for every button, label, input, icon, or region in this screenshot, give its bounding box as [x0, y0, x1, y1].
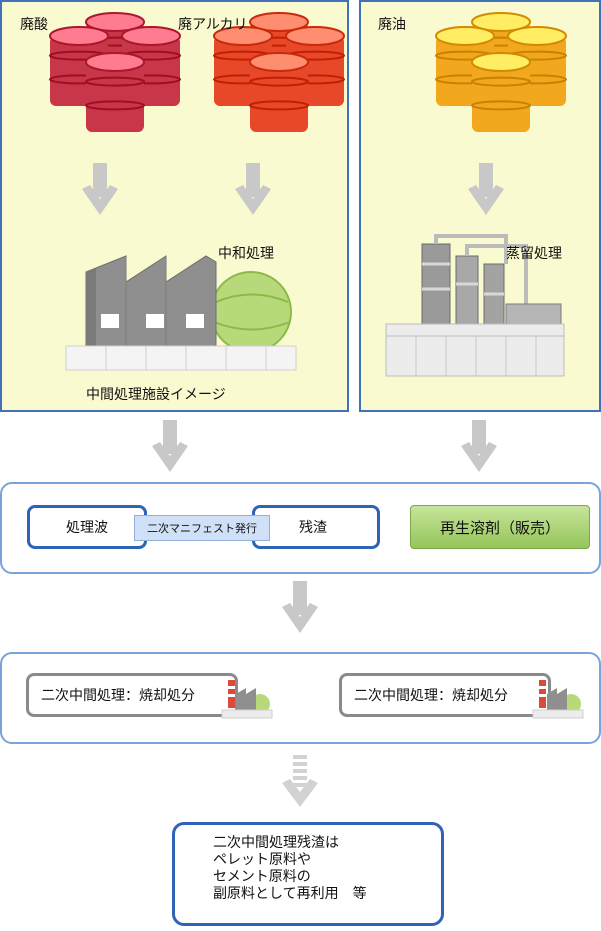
factory-building-icon [65, 255, 297, 371]
waste-oil-label: 廃油 [378, 17, 406, 33]
facility-image-caption: 中間処理施設イメージ [86, 387, 226, 403]
incineration-box-left: 二次中間処理：焼却処分 [26, 673, 238, 717]
reuse-note-line: ペレット原料や [213, 852, 311, 868]
down-arrow-icon [468, 163, 504, 215]
down-arrow-icon [82, 163, 118, 215]
waste-alkali-drums-icon [213, 12, 345, 132]
down-arrow-icon [461, 420, 497, 472]
distillation-plant-icon [385, 234, 565, 377]
incineration-label-left: 二次中間処理：焼却処分 [41, 688, 195, 704]
incinerator-icon [221, 680, 273, 719]
residue-box: 残渣 [252, 505, 380, 549]
neutralization-process-label: 中和処理 [218, 246, 274, 262]
incineration-box-right: 二次中間処理：焼却処分 [339, 673, 551, 717]
distillation-process-label: 蒸留処理 [506, 246, 562, 262]
waste-alkali-label: 廃アルカリ [178, 17, 248, 33]
incineration-label-right: 二次中間処理：焼却処分 [354, 688, 508, 704]
reuse-note-line: 二次中間処理残渣は [213, 835, 339, 851]
residue-label: 残渣 [299, 520, 327, 536]
reuse-note-line: 副原料として再利用 等 [213, 886, 367, 902]
dashed-down-arrow-icon [282, 755, 318, 807]
reuse-note-box: 二次中間処理残渣は ペレット原料や セメント原料の 副原料として再利用 等 [172, 822, 444, 926]
treated-water-label: 処理波 [66, 520, 108, 536]
waste-acid-drums-icon [49, 12, 181, 132]
recycled-solvent-button[interactable]: 再生溶剤（販売） [410, 505, 590, 549]
waste-oil-drums-icon [435, 12, 567, 132]
treated-water-box: 処理波 [27, 505, 147, 549]
down-arrow-icon [152, 420, 188, 472]
incinerator-icon [532, 680, 584, 719]
secondary-manifest-badge: 二次マニフェスト発行 [134, 515, 270, 541]
down-arrow-icon [235, 163, 271, 215]
down-arrow-icon [282, 581, 318, 633]
reuse-note-line: セメント原料の [213, 869, 311, 885]
waste-acid-label: 廃酸 [20, 17, 48, 33]
